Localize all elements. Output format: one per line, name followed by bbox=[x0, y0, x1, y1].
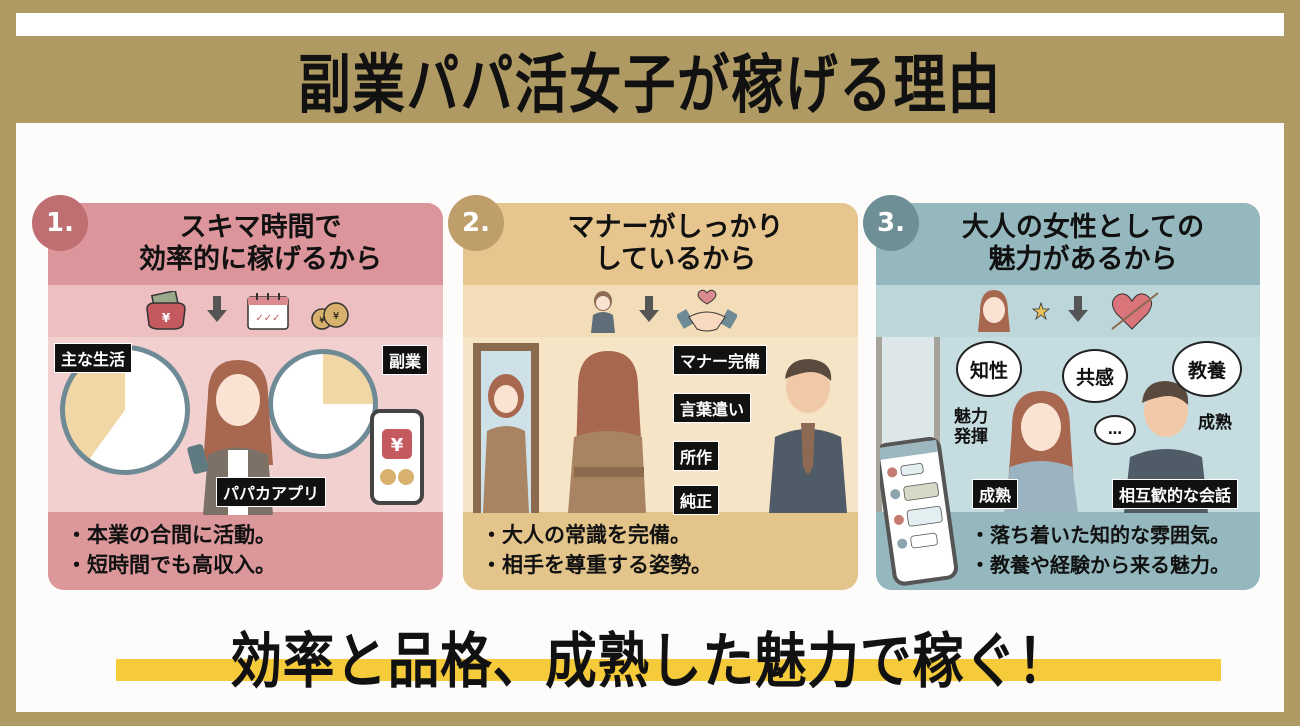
side-job-clock-icon bbox=[268, 349, 378, 459]
card-3-title-line2: 魅力があるから bbox=[988, 244, 1178, 275]
bowing-woman-icon bbox=[590, 291, 615, 333]
pure-label: 純正 bbox=[673, 485, 720, 515]
card-2-bullet: ・相手を尊重する姿勢。 bbox=[481, 553, 712, 577]
arrow-down-icon bbox=[206, 296, 227, 322]
culture-bubble: 教養 bbox=[1172, 341, 1242, 397]
mutual-conversation-tag: 相互歓的な会話 bbox=[1112, 479, 1239, 509]
card-3-title: 大人の女性としての 魅力があるから bbox=[876, 203, 1260, 285]
card-3-number-badge: 3. bbox=[863, 195, 919, 251]
main-life-label: 主な生活 bbox=[54, 343, 133, 373]
chat-phone-icon bbox=[880, 437, 958, 586]
svg-text:¥: ¥ bbox=[332, 311, 338, 322]
card-2-number-badge: 2. bbox=[448, 195, 504, 251]
svg-text:¥: ¥ bbox=[161, 311, 170, 325]
smartphone-yen-icon: ¥ bbox=[370, 409, 424, 505]
woman-back-view-icon bbox=[568, 351, 646, 513]
card-3-icon-row bbox=[876, 285, 1260, 337]
card-3: 大人の女性としての 魅力があるから bbox=[876, 203, 1260, 590]
arrow-down-icon bbox=[638, 296, 659, 322]
businessman-icon bbox=[769, 359, 847, 513]
conduct-label: 所作 bbox=[673, 441, 720, 471]
charm-label: 魅力 発揮 bbox=[954, 407, 988, 448]
manners-complete-label: マナー完備 bbox=[673, 345, 768, 375]
card-1-number-badge: 1. bbox=[32, 195, 88, 251]
mature-tag: 成熟 bbox=[972, 479, 1019, 509]
svg-text:¥: ¥ bbox=[319, 316, 325, 326]
mirror-icon bbox=[473, 343, 539, 513]
heart-arrow-icon bbox=[1111, 292, 1159, 330]
wording-label: 言葉遣い bbox=[673, 393, 752, 423]
empathy-bubble: 共感 bbox=[1062, 349, 1128, 403]
tagline-highlight bbox=[116, 659, 1221, 681]
card-1-title: スキマ時間で 効率的に稼げるから bbox=[48, 203, 443, 285]
tagline-area: 効率と品格、成熟した魅力で稼ぐ！ bbox=[16, 613, 1284, 697]
purse-yen-icon: ¥ bbox=[145, 291, 186, 330]
papa-app-label: パパカアプリ bbox=[216, 477, 327, 507]
card-2-bullet: ・大人の常識を完備。 bbox=[481, 523, 691, 547]
card-1-icon-row: ¥ ✓✓✓ ¥ ¥ bbox=[48, 285, 443, 337]
svg-text:✓✓✓: ✓✓✓ bbox=[255, 313, 280, 324]
card-3-bullet: ・落ち着いた知的な雰囲気。 bbox=[970, 523, 1230, 547]
intellect-bubble: 知性 bbox=[956, 341, 1022, 397]
top-strip bbox=[16, 13, 1284, 36]
card-2-icon-row bbox=[463, 285, 858, 337]
star-icon bbox=[1032, 302, 1050, 320]
mature-label: 成熟 bbox=[1198, 413, 1232, 433]
card-1-title-line2: 効率的に稼げるから bbox=[139, 244, 382, 275]
smiling-woman-icon bbox=[978, 290, 1010, 332]
card-2-title-line1: マナーがしっかり bbox=[567, 211, 784, 243]
ellipsis-bubble: … bbox=[1094, 415, 1136, 445]
card-1-bullet: ・短時間でも高収入。 bbox=[66, 553, 276, 577]
main-panel: 1. スキマ時間で 効率的に稼げるから ¥ ✓✓✓ bbox=[16, 123, 1284, 712]
card-3-title-line1: 大人の女性としての bbox=[961, 211, 1205, 243]
card-1-bullets: ・本業の合間に活動。 ・短時間でも高収入。 bbox=[48, 512, 443, 590]
card-3-bullet: ・教養や経験から来る魅力。 bbox=[970, 553, 1230, 577]
handshake-heart-icon bbox=[676, 289, 737, 332]
card-1-title-line1: スキマ時間で bbox=[179, 211, 342, 243]
card-1-illustration: ¥ 主な生活 副業 パパカアプリ bbox=[48, 337, 443, 515]
card-2-bullets: ・大人の常識を完備。 ・相手を尊重する姿勢。 bbox=[463, 512, 858, 590]
arrow-down-icon bbox=[1068, 296, 1088, 322]
svg-text:¥: ¥ bbox=[391, 435, 404, 456]
woman-with-cup-icon bbox=[1004, 391, 1078, 513]
calendar-icon: ✓✓✓ bbox=[246, 293, 289, 330]
card-2: マナーがしっかり しているから bbox=[463, 203, 858, 590]
card-2-illustration: マナー完備 言葉遣い 所作 純正 bbox=[463, 337, 858, 515]
card-1-bullet: ・本業の合間に活動。 bbox=[66, 523, 276, 547]
card-2-title: マナーがしっかり しているから bbox=[463, 203, 858, 285]
card-2-title-line2: しているから bbox=[594, 244, 757, 275]
card-1: スキマ時間で 効率的に稼げるから ¥ ✓✓✓ ¥ bbox=[48, 203, 443, 590]
card-3-illustration: 知性 共感 教養 … 魅力 発揮 成熟 成熟 相互歓的な会話 bbox=[876, 337, 1260, 586]
side-job-label: 副業 bbox=[382, 345, 429, 375]
money-bags-icon: ¥ ¥ bbox=[310, 302, 349, 330]
title-band: 副業パパ活女子が稼げる理由 bbox=[0, 36, 1300, 123]
tagline: 効率と品格、成熟した魅力で稼ぐ！ bbox=[230, 627, 1070, 697]
page-title: 副業パパ活女子が稼げる理由 bbox=[298, 48, 1002, 123]
